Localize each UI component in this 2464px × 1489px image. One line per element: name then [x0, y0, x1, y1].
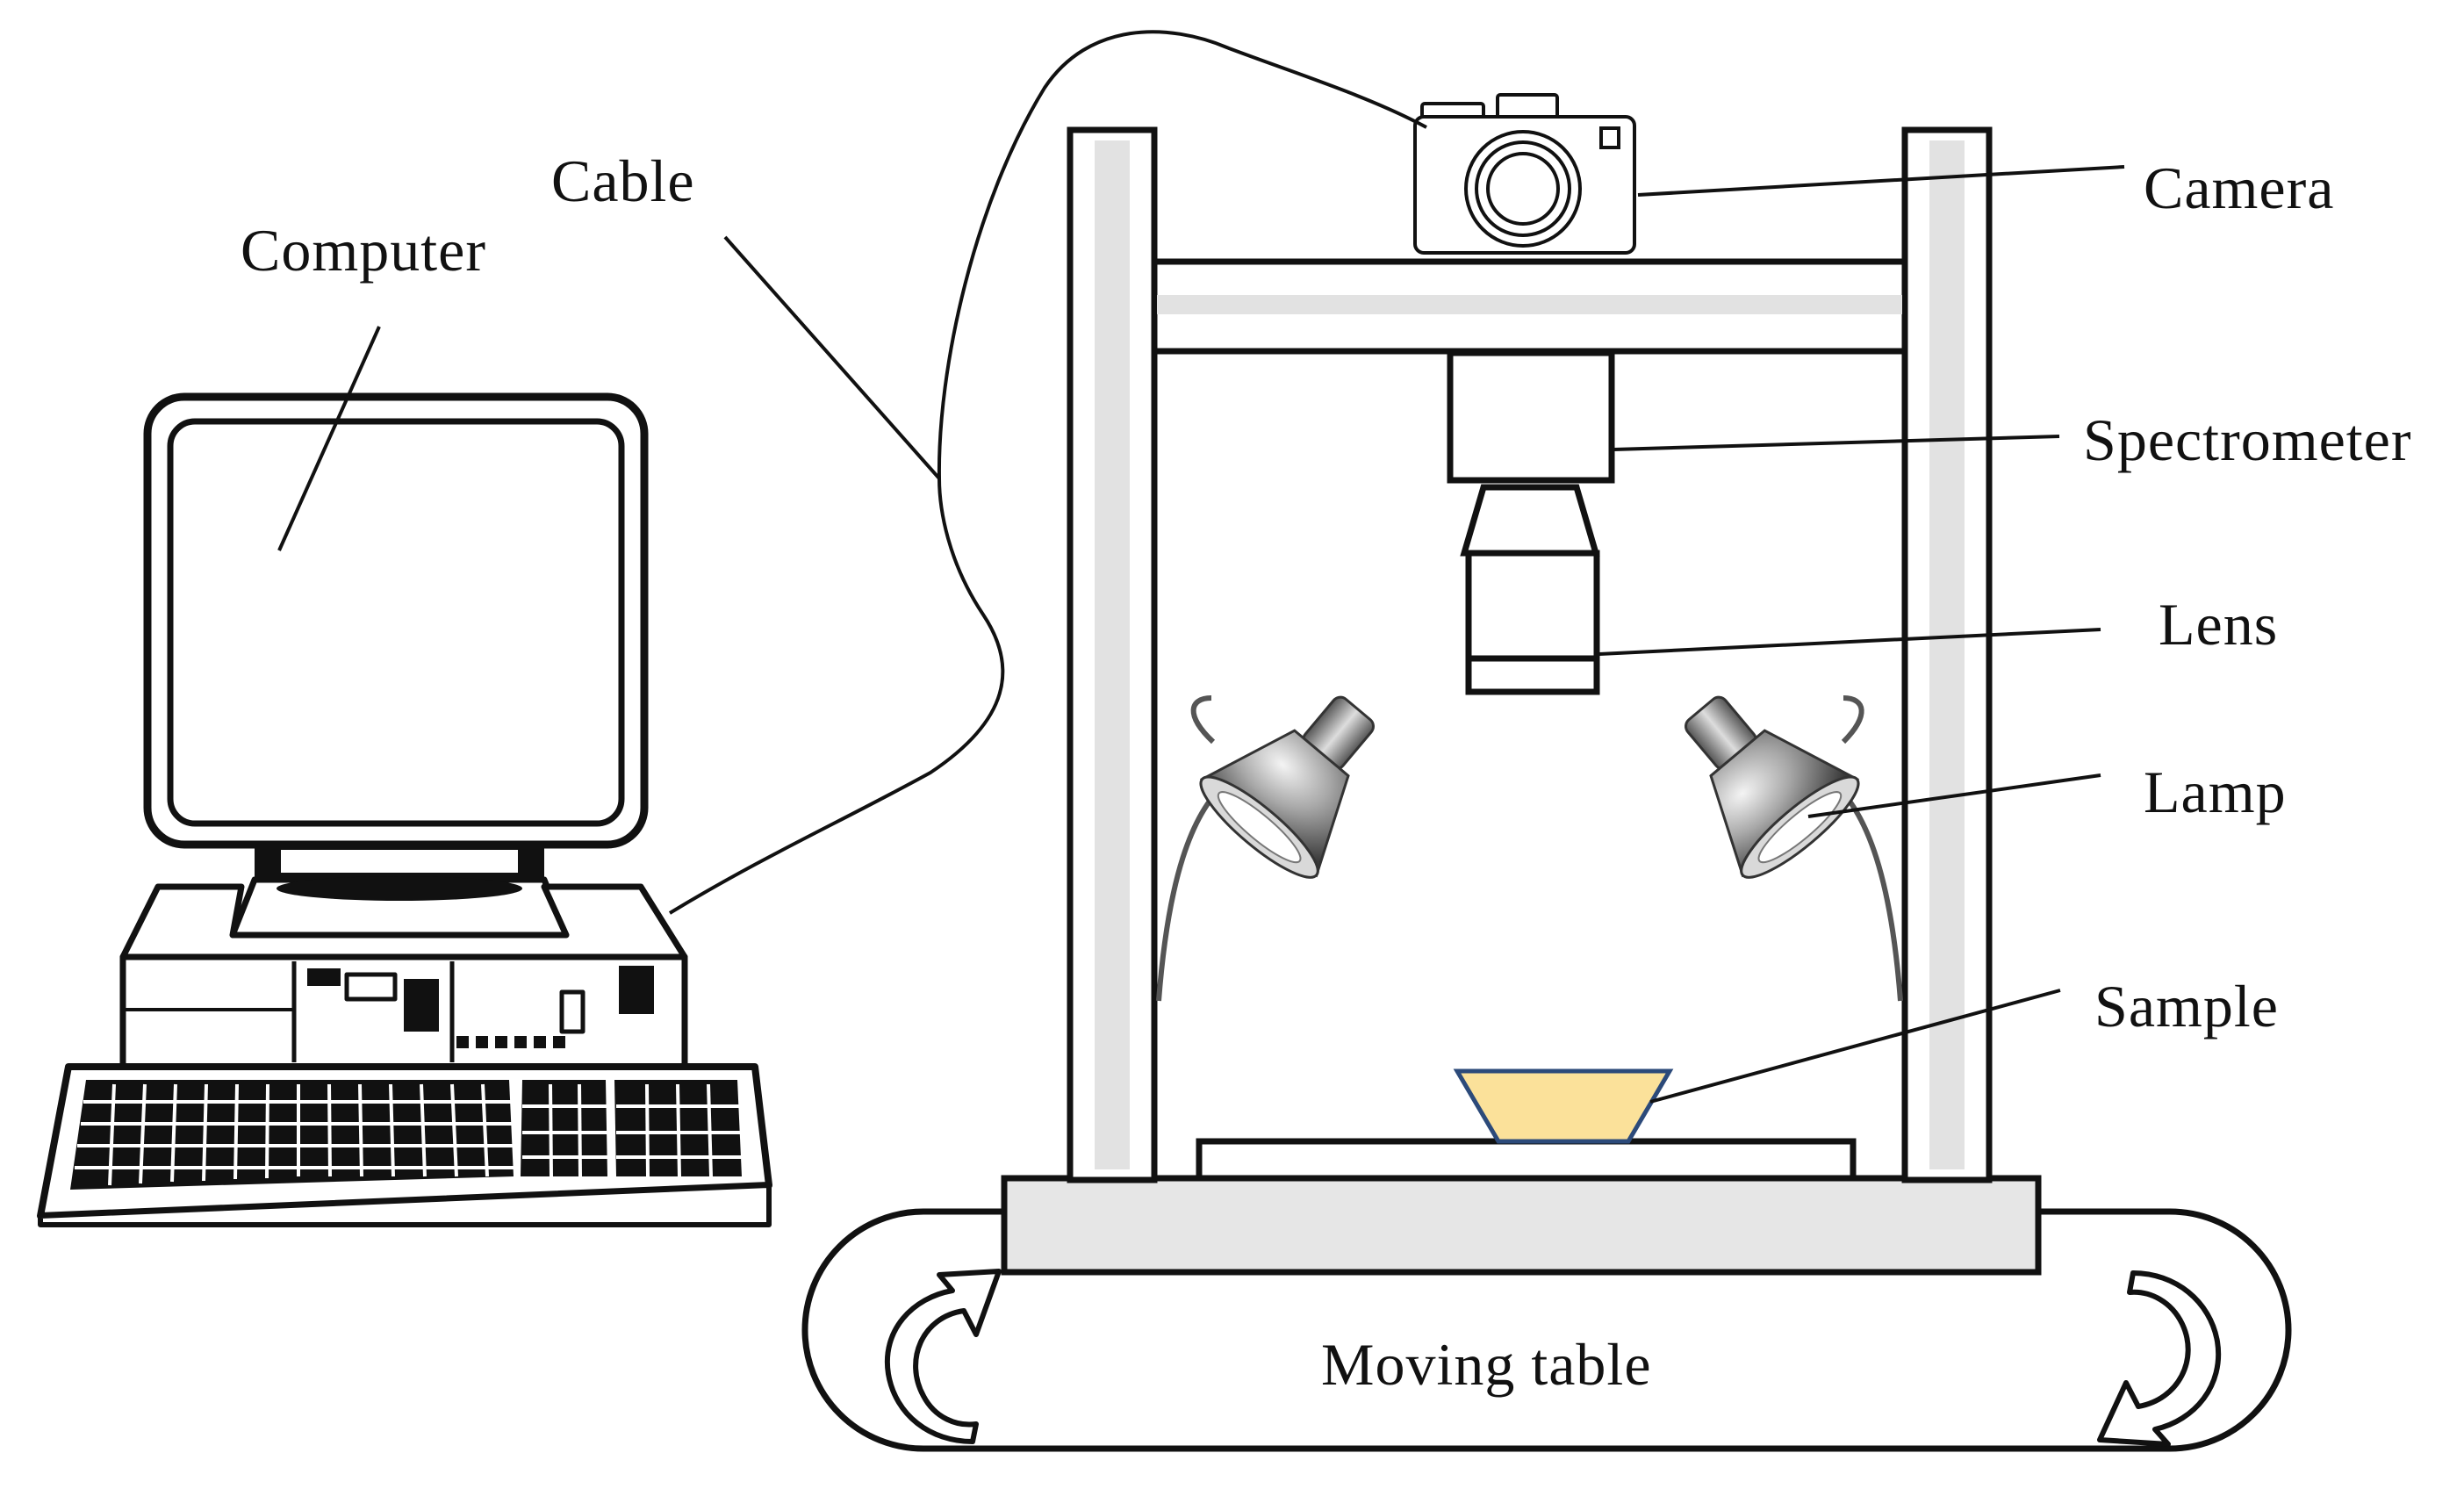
camera-label: Camera — [2144, 155, 2335, 221]
moving-table-label: Moving table — [1321, 1331, 1652, 1398]
leader-cable — [723, 235, 941, 480]
lamp-icon — [1156, 695, 1375, 1002]
computer-label: Computer — [241, 217, 486, 284]
leader-lines — [277, 165, 2125, 1104]
lens — [1460, 484, 1600, 695]
lamp-label: Lamp — [2144, 759, 2287, 825]
gantry-frame — [1067, 126, 1993, 1183]
leader-lens — [1598, 628, 2101, 656]
leader-spectrometer — [1613, 435, 2060, 451]
spectrometer — [1447, 349, 1615, 484]
moving-table — [801, 1175, 2292, 1452]
lamp-icon — [1685, 695, 1903, 1002]
spectrometer-label: Spectrometer — [2083, 406, 2412, 473]
sample — [1453, 1068, 1674, 1144]
leader-sample — [1649, 989, 2061, 1104]
computer-icon — [37, 392, 772, 1227]
cable — [668, 30, 1427, 915]
camera-icon — [1413, 93, 1636, 255]
sample-label: Sample — [2094, 973, 2279, 1039]
rotation-arrow-icon — [884, 1269, 1002, 1444]
base-plate — [1001, 1175, 2042, 1276]
leader-computer — [277, 326, 381, 551]
leader-camera — [1637, 165, 2125, 197]
cable-label: Cable — [551, 147, 695, 214]
lens-label: Lens — [2159, 591, 2279, 658]
leader-lamp — [1807, 773, 2101, 818]
rotation-arrow-icon — [2097, 1270, 2222, 1447]
